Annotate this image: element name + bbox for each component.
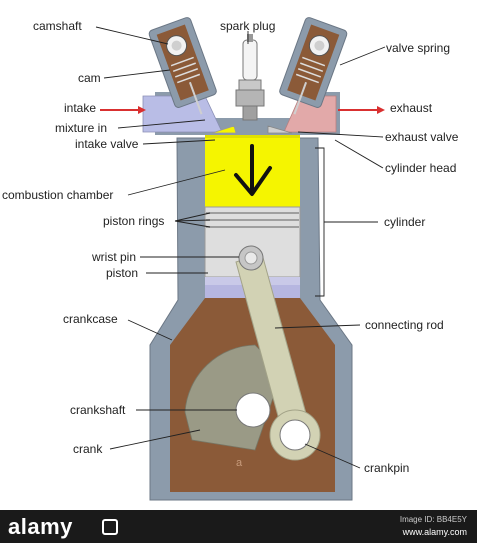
watermark-letter: a [236, 457, 243, 469]
label-mixture-in: mixture in [55, 121, 107, 135]
watermark-footer: alamy Image ID: BB4E5Y www.alamy.com [0, 510, 477, 543]
camshaft-leader [95, 26, 169, 45]
wrist-pin [244, 251, 258, 265]
mixture-in-leader [117, 119, 206, 129]
label-spark-plug: spark plug [220, 19, 275, 33]
label-connecting-rod: connecting rod [365, 318, 444, 332]
watermark-brand: alamy [8, 514, 73, 539]
exhaust-valve-leader [297, 131, 384, 138]
combustion-chamber-edge [205, 135, 300, 138]
exhaust-cam-assembly [279, 17, 348, 115]
crankcase-leader [127, 319, 173, 341]
piston-rings-leader-2 [174, 219, 211, 222]
label-exhaust: exhaust [390, 101, 433, 115]
label-piston: piston [106, 266, 138, 280]
combustion-chamber-leader [127, 169, 226, 196]
valve-spring-leader [339, 46, 386, 66]
intake-valve [211, 125, 237, 134]
spark-plug [235, 34, 265, 121]
label-intake-valve: intake valve [75, 137, 139, 151]
intake-arrow-head [138, 106, 146, 114]
label-exhaust-valve: exhaust valve [385, 130, 459, 144]
label-cylinder-head: cylinder head [385, 161, 456, 175]
engine-cutaway-diagram: a camshaft spark plug valve spring cam i… [2, 17, 459, 501]
label-valve-spring: valve spring [386, 41, 450, 55]
watermark-image-id: Image ID: BB4E5Y [399, 515, 467, 524]
label-crankcase: crankcase [63, 312, 118, 326]
intake-cam-assembly [148, 17, 217, 115]
label-piston-rings: piston rings [103, 214, 164, 228]
label-crank: crank [73, 442, 103, 456]
label-camshaft: camshaft [33, 19, 82, 33]
label-wrist-pin: wrist pin [91, 250, 136, 264]
crankpin-leader [304, 443, 361, 469]
piston-direction-arrow [234, 144, 272, 196]
label-crankshaft: crankshaft [70, 403, 126, 417]
cam-leader [103, 69, 171, 79]
piston-rings-leader-3 [174, 220, 211, 228]
crankpin-circle [279, 419, 311, 451]
watermark-brand-mark [102, 519, 118, 535]
label-combustion-chamber: combustion chamber [2, 188, 113, 202]
piston-rings-leader-1 [174, 212, 211, 222]
crankshaft-circle [235, 392, 271, 428]
watermark-site: www.alamy.com [402, 527, 467, 537]
exhaust-valve [267, 125, 293, 134]
label-crankpin: crankpin [364, 461, 409, 475]
label-intake: intake [64, 101, 96, 115]
exhaust-arrow-head [377, 106, 385, 114]
cylinder-head-leader [334, 139, 384, 169]
connecting-rod-leader [274, 324, 361, 329]
crank-leader [109, 429, 201, 450]
label-cylinder: cylinder [384, 215, 425, 229]
label-cam: cam [78, 71, 101, 85]
intake-valve-leader [142, 139, 216, 145]
